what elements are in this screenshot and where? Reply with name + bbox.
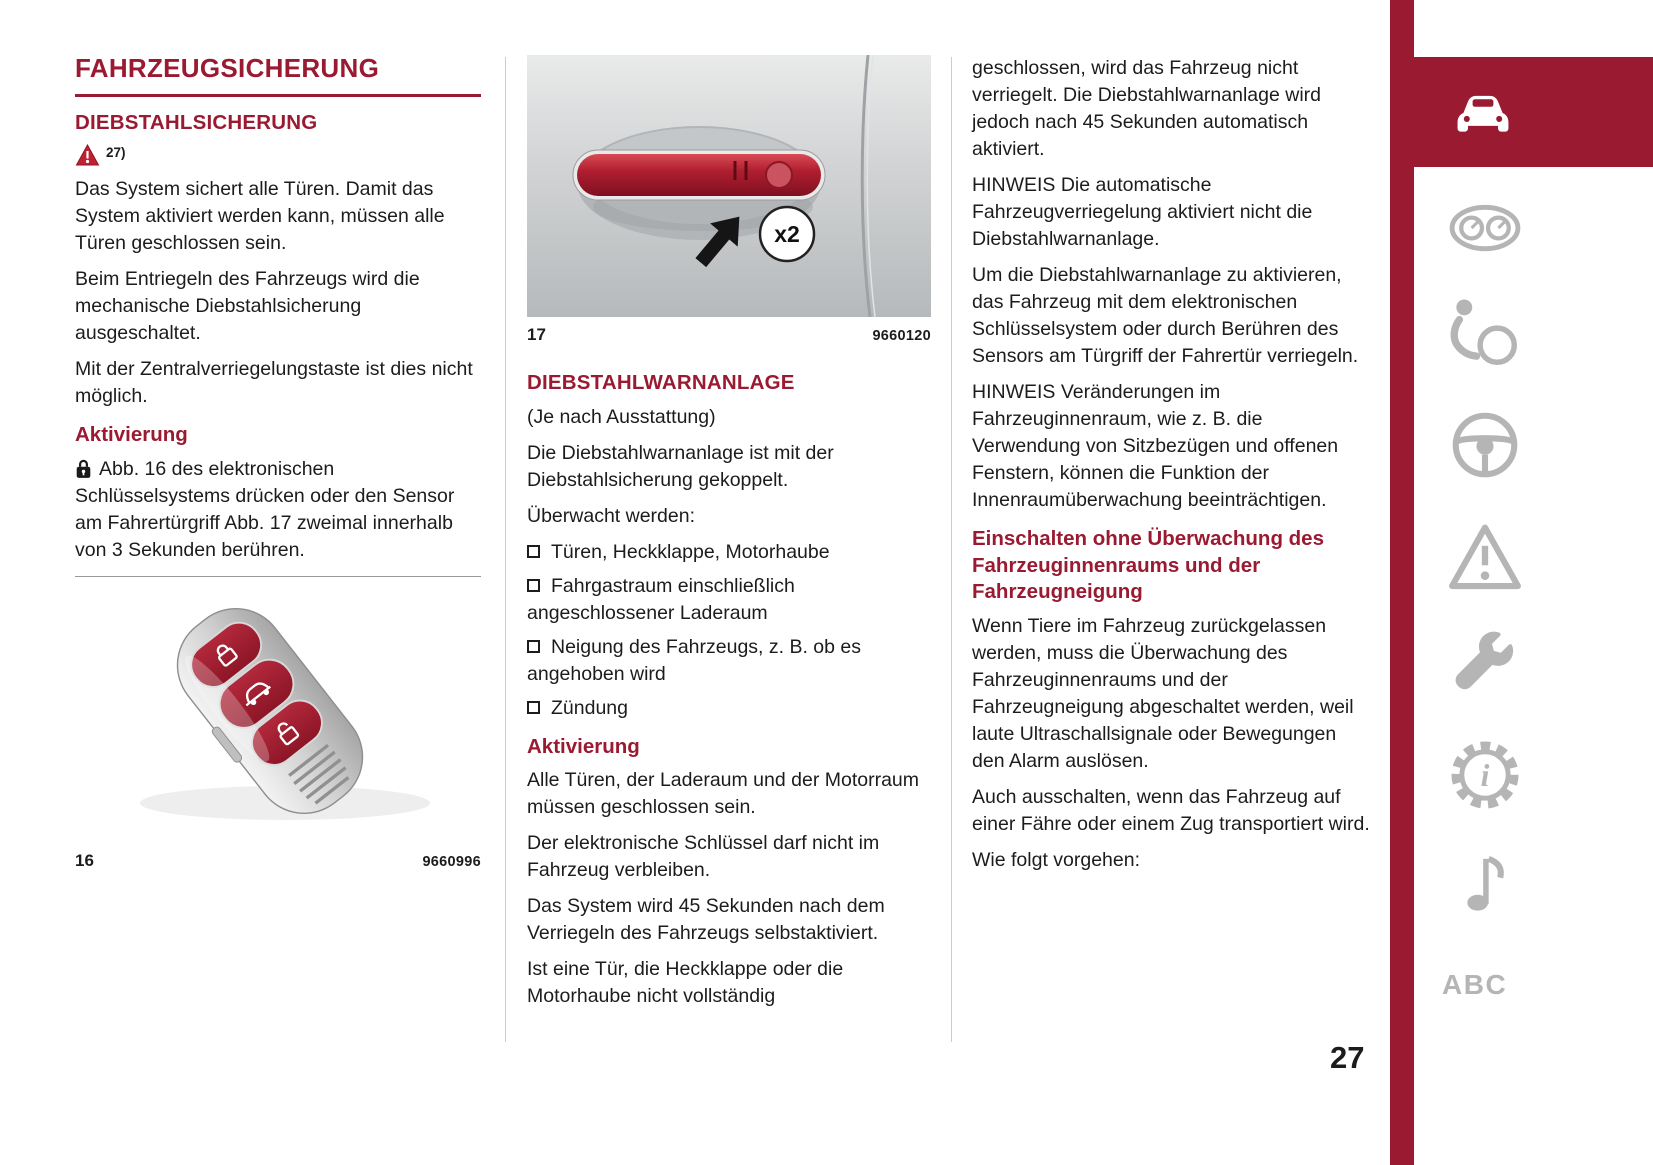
subsection-heading: DIEBSTAHLWARNANLAGE: [527, 371, 795, 394]
warning-ref-number: 27): [106, 144, 126, 160]
paragraph: (Je nach Ausstattung): [527, 405, 716, 428]
column-left: FAHRZEUGSICHERUNG DIEBSTAHLSICHERUNG 27) Da…: [75, 54, 481, 871]
column-divider: [505, 57, 506, 1042]
sidebar-item-warning-triangle[interactable]: [1390, 508, 1653, 608]
horizontal-rule: [75, 575, 481, 577]
sidebar-item-wrench[interactable]: [1390, 613, 1653, 713]
column-middle: x2 17 9660120 DIEBSTAHLWARNANLAGE (Je nac…: [527, 55, 931, 1019]
column-middle-text: DIEBSTAHLWARNANLAGE (Je nach Ausstattung)…: [527, 371, 931, 1010]
car-icon: [1390, 75, 1532, 149]
paragraph: Das System sichert alle Türen. Damit das…: [75, 177, 445, 254]
paragraph: Wie folgt vorgehen:: [972, 848, 1141, 871]
paragraph: Alle Türen, der Laderaum und der Motorra…: [527, 769, 920, 819]
paragraph: Auch ausschalten, wenn das Fahrzeug auf …: [972, 785, 1370, 835]
instruments-icon: [1390, 189, 1524, 267]
bullet-item: Zündung: [527, 695, 931, 722]
x2-badge: x2: [758, 205, 816, 263]
paragraph: HINWEIS Die automatische Fahrzeugverrieg…: [972, 174, 1313, 250]
airbag-icon: [1390, 294, 1524, 372]
bullet-item: Fahrgastraum einschließlich angeschlosse…: [527, 573, 931, 627]
paragraph: Beim Entriegeln des Fahrzeugs wird die m…: [75, 267, 420, 344]
door-handle-graphic: x2: [527, 55, 931, 317]
abc-label: ABC: [1442, 969, 1508, 1000]
steering-wheel-icon: [1390, 406, 1524, 484]
music-note-icon: [1390, 843, 1524, 921]
lock-icon: [75, 456, 92, 483]
sidebar-item-steering-wheel[interactable]: [1390, 395, 1653, 495]
sidebar-item-instruments[interactable]: [1390, 178, 1653, 278]
figure-caption: 16 9660996: [75, 851, 481, 871]
paragraph-with-lock-icon: Abb. 16 des elektronischen Schlüsselsyst…: [75, 456, 455, 561]
paragraph: HINWEIS Veränderungen im Fahrzeuginnenra…: [972, 381, 1339, 511]
arrow-icon: [695, 216, 740, 268]
paragraph: Um die Diebstahlwarnanlage zu aktivieren…: [972, 264, 1359, 367]
bullet-item: Türen, Heckklappe, Motorhaube: [527, 539, 931, 566]
paragraph-heading: Einschalten ohne Überwachung des Fahrzeu…: [972, 527, 1324, 604]
column-right: geschlossen, wird das Fahrzeug nicht ver…: [972, 55, 1372, 883]
svg-text:x2: x2: [774, 221, 800, 247]
sidebar-item-car[interactable]: [1390, 57, 1653, 167]
paragraph-heading: Aktivierung: [75, 422, 188, 446]
column-left-text: FAHRZEUGSICHERUNG DIEBSTAHLSICHERUNG 27) Da…: [75, 54, 481, 577]
figure-caption: 17 9660120: [527, 325, 931, 345]
paragraph: Der elektronische Schlüssel darf nicht i…: [527, 832, 880, 882]
door-handle-image: x2: [527, 55, 931, 317]
figure-number: 16: [75, 850, 94, 870]
key-fob-image: [75, 585, 481, 843]
subsection-heading: DIEBSTAHLSICHERUNG: [75, 111, 318, 135]
column-divider: [951, 57, 952, 1042]
sidebar-item-abc[interactable]: ABC: [1390, 935, 1653, 1035]
warning-triangle-icon: [1390, 519, 1524, 597]
paragraph: Wenn Tiere im Fahrzeug zurückgelassen we…: [972, 614, 1354, 772]
bullet-item: Neigung des Fahrzeugs, z. B. ob es angeh…: [527, 634, 931, 688]
sidebar-accent-strip: [1390, 0, 1414, 1165]
paragraph: geschlossen, wird das Fahrzeug nicht ver…: [972, 57, 1322, 160]
page-number: 27: [1330, 1040, 1365, 1075]
figure-code: 9660120: [872, 328, 931, 344]
paragraph: Mit der Zentralverriegelungstaste ist di…: [75, 357, 473, 407]
section-title: FAHRZEUGSICHERUNG: [75, 54, 481, 98]
paragraph: Die Diebstahlwarnanlage ist mit der Dieb…: [527, 441, 834, 491]
warning-ref: 27): [75, 143, 481, 166]
paragraph: Überwacht werden:: [527, 504, 695, 527]
figure-number: 17: [527, 325, 546, 344]
paragraph-heading: Aktivierung: [527, 734, 640, 758]
sidebar-item-gear-info[interactable]: i: [1390, 725, 1653, 825]
sidebar-item-airbag[interactable]: [1390, 283, 1653, 383]
figure-code: 9660996: [422, 853, 481, 870]
paragraph: Das System wird 45 Sekunden nach dem Ver…: [527, 895, 885, 945]
figure-key-fob: 16 9660996: [75, 585, 481, 871]
paragraph: Ist eine Tür, die Heckklappe oder die Mo…: [527, 958, 844, 1008]
wrench-icon: [1390, 624, 1524, 702]
sidebar-item-music-note[interactable]: [1390, 832, 1653, 932]
key-fob-graphic: [140, 607, 430, 820]
figure-door-handle: x2 17 9660120: [527, 55, 931, 345]
gear-info-icon: i: [1390, 736, 1524, 814]
column-right-text: geschlossen, wird das Fahrzeug nicht ver…: [972, 55, 1372, 874]
svg-text:i: i: [1481, 758, 1490, 793]
warning-icon: [75, 143, 100, 166]
